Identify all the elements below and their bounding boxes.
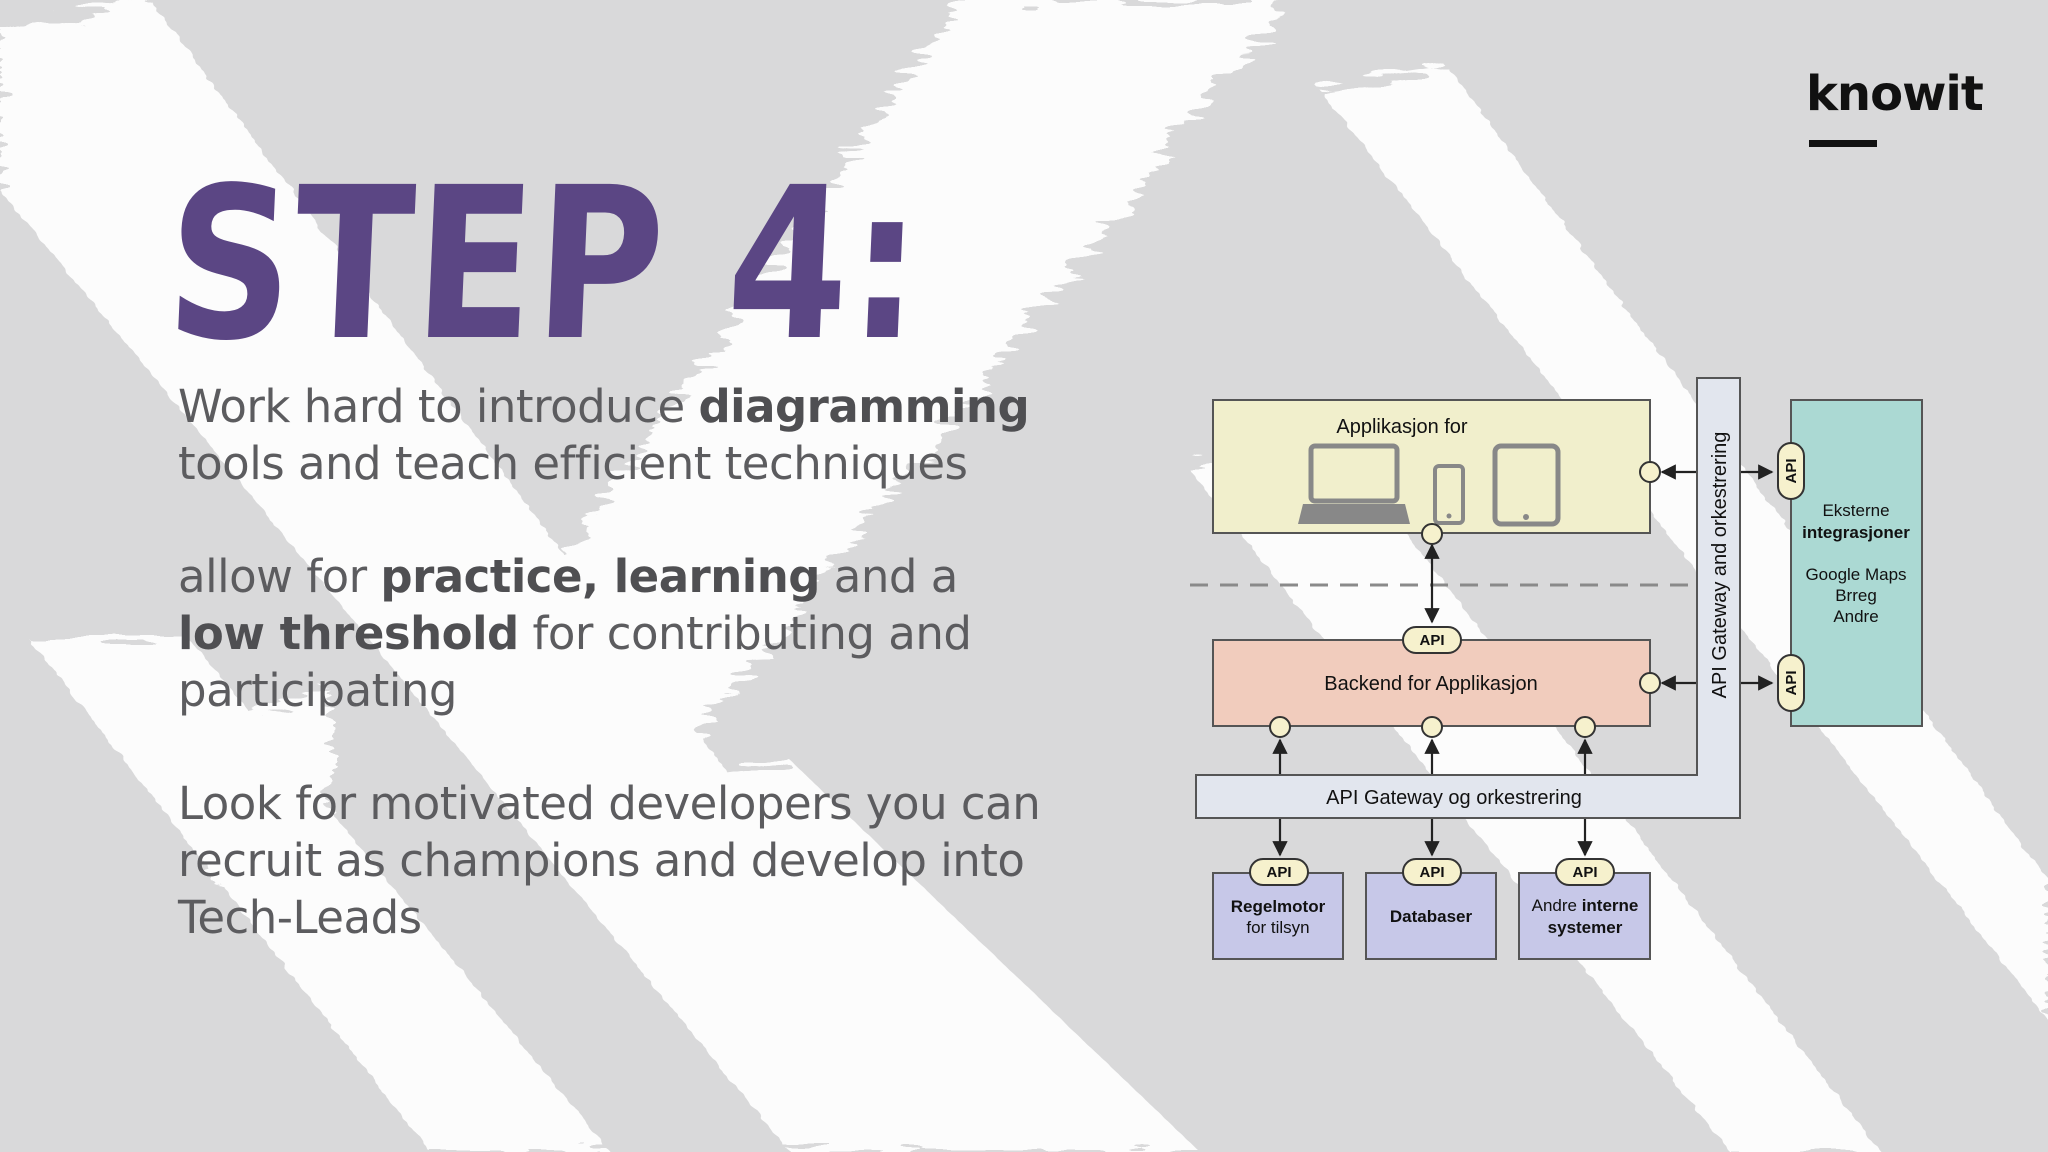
- paragraph-bold-text: low threshold: [178, 607, 519, 660]
- external-andre: Andre: [1833, 607, 1878, 626]
- port-circle: [1421, 523, 1443, 545]
- api-tag-label: API: [1783, 670, 1800, 695]
- api-tag: [1555, 858, 1615, 886]
- paragraph-bold-text: practice, learning: [380, 550, 820, 603]
- internal-systems-line1: Andre interne: [1532, 896, 1639, 915]
- internal-systems-box: [1518, 872, 1651, 960]
- port-circle: [1574, 716, 1596, 738]
- paragraph-text: Look for motivated developers you can re…: [178, 777, 1041, 944]
- paragraph-bold-text: diagramming: [698, 380, 1030, 433]
- external-integrations-box: [1790, 399, 1923, 727]
- database-label: Databaser: [1390, 907, 1473, 926]
- paragraph-text: allow for: [178, 550, 381, 603]
- paragraph-practice: allow for practice, learning and a low t…: [178, 548, 1058, 719]
- external-brreg: Brreg: [1835, 586, 1877, 605]
- paragraph-champions: Look for motivated developers you can re…: [178, 775, 1078, 946]
- api-tag-label: API: [1419, 632, 1444, 649]
- port-circle: [1421, 716, 1443, 738]
- api-gateway-label: API Gateway og orkestrering: [1326, 787, 1582, 809]
- logo-underline: [1809, 140, 1877, 147]
- backend-box: [1212, 639, 1651, 727]
- knowit-logo: knowit: [1806, 66, 1984, 122]
- api-tag-label: API: [1419, 864, 1444, 881]
- internal-systems-text: Andre: [1532, 896, 1582, 915]
- api-tag: [1249, 858, 1309, 886]
- api-tag: [1402, 626, 1462, 654]
- api-tag: [1777, 442, 1805, 500]
- external-line1: Eksterne: [1822, 501, 1889, 520]
- paragraph-text: for contributing and participating: [178, 607, 972, 717]
- application-label: Applikasjon for: [1336, 416, 1468, 438]
- api-gateway-shape: [1195, 377, 1741, 819]
- api-tag-label: API: [1783, 458, 1800, 483]
- rule-engine-line2: for tilsyn: [1246, 918, 1309, 937]
- api-tag: [1777, 654, 1805, 712]
- api-tag-label: API: [1266, 864, 1291, 881]
- paragraph-diagramming: Work hard to introduce diagramming tools…: [178, 378, 1058, 492]
- api-tag: [1402, 858, 1462, 886]
- port-circle: [1269, 716, 1291, 738]
- backend-label: Backend for Applikasjon: [1324, 673, 1537, 695]
- internal-systems-bold: interne: [1582, 896, 1639, 915]
- rule-engine-line1: Regelmotor: [1231, 897, 1326, 916]
- api-tag-label: API: [1572, 864, 1597, 881]
- application-box: [1212, 399, 1651, 534]
- tablet-icon: [1492, 443, 1561, 527]
- external-line2: integrasjoner: [1802, 523, 1910, 542]
- paragraph-text: tools and teach efficient techniques: [178, 437, 968, 490]
- port-circle: [1639, 672, 1661, 694]
- paragraph-text: and a: [819, 550, 959, 603]
- api-gateway-vertical-label: API Gateway and orkestrering: [1709, 432, 1731, 699]
- port-circle: [1639, 461, 1661, 483]
- paragraph-text: Work hard to introduce: [178, 380, 699, 433]
- phone-icon: [1433, 464, 1465, 525]
- external-google-maps: Google Maps: [1805, 565, 1906, 584]
- internal-systems-line2: systemer: [1548, 918, 1623, 937]
- laptop-icon: [1298, 443, 1410, 524]
